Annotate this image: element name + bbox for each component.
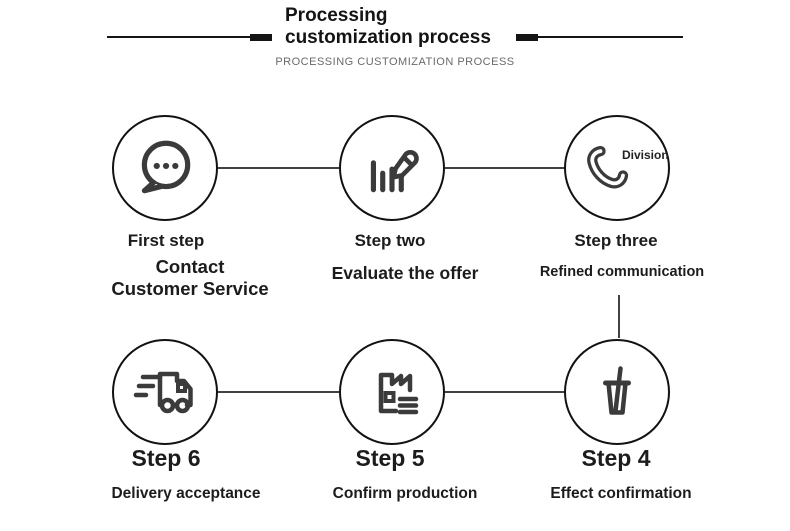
- step1-label: Contact Customer Service: [75, 256, 305, 300]
- header-bar-right: [516, 33, 538, 41]
- step1-label-line2: Customer Service: [111, 278, 269, 299]
- step3-label: Refined communication: [539, 264, 705, 280]
- step4-title: Step 4: [581, 445, 651, 471]
- step4-circle: [564, 339, 670, 445]
- connector-row1-b: [445, 167, 564, 169]
- pencil-chart-icon: [359, 135, 425, 201]
- header-bar-left: [250, 33, 272, 41]
- step3-circle: Division: [564, 115, 670, 221]
- page-subtitle: PROCESSING CUSTOMIZATION PROCESS: [275, 56, 515, 68]
- factory-icon: [360, 360, 424, 424]
- cup-straw-icon: [585, 360, 649, 424]
- step1-label-line1: Contact: [155, 256, 225, 277]
- header-rule-right: [538, 36, 683, 38]
- step6-title: Step 6: [131, 445, 201, 471]
- step4-label: Effect confirmation: [550, 485, 692, 502]
- step1-circle: [112, 115, 218, 221]
- step3-title: Step three: [574, 231, 658, 250]
- step2-label: Evaluate the offer: [331, 263, 479, 283]
- step5-circle: [339, 339, 445, 445]
- step6-circle: [112, 339, 218, 445]
- phone-icon-label: Division: [622, 148, 669, 162]
- chat-bubble-icon: [132, 135, 198, 201]
- header-rule-left: [107, 36, 250, 38]
- page-title: Processing customization process: [285, 5, 491, 48]
- delivery-truck-icon: [133, 360, 197, 424]
- step6-label: Delivery acceptance: [111, 485, 261, 502]
- connector-row1-a: [218, 167, 339, 169]
- phone-icon: [578, 138, 638, 198]
- step1-title: First step: [127, 231, 205, 250]
- step5-label: Confirm production: [332, 485, 478, 502]
- step2-title: Step two: [354, 231, 426, 250]
- connector-row2-a: [218, 391, 339, 393]
- step2-circle: [339, 115, 445, 221]
- connector-vertical: [618, 295, 620, 338]
- step5-title: Step 5: [355, 445, 425, 471]
- connector-row2-b: [445, 391, 564, 393]
